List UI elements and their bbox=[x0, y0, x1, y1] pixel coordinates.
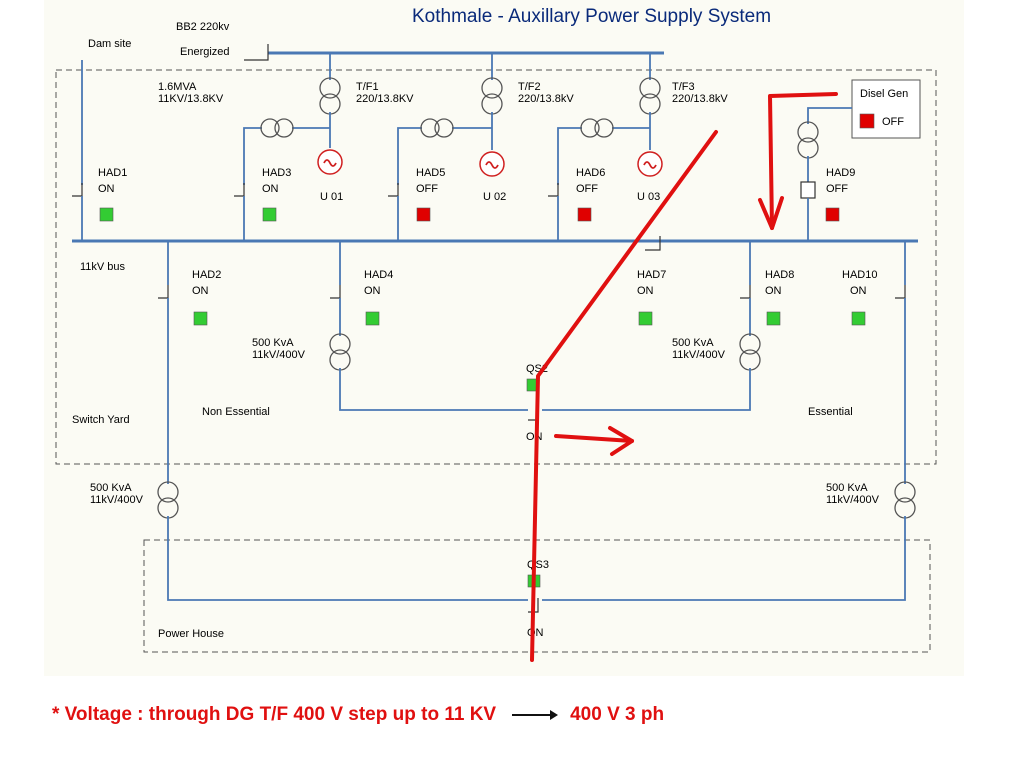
breaker-state: ON bbox=[637, 285, 654, 297]
breaker-had4[interactable]: HAD4 ON bbox=[364, 269, 393, 326]
status-indicator bbox=[99, 207, 114, 222]
qs2-state: ON bbox=[526, 431, 543, 443]
tf-ph-left-rating: 500 KvA bbox=[90, 482, 132, 494]
u02-label: U 02 bbox=[483, 191, 506, 203]
tf1-ratio: 220/13.8KV bbox=[356, 93, 414, 105]
diagram-title: Kothmale - Auxillary Power Supply System bbox=[412, 6, 771, 27]
breaker-name: HAD6 bbox=[576, 167, 605, 179]
breaker-state: OFF bbox=[576, 183, 598, 195]
power-house-label: Power House bbox=[158, 628, 224, 640]
tf-dam-ratio: 11KV/13.8KV bbox=[158, 93, 224, 105]
red-annotation bbox=[530, 92, 838, 662]
right-arrow-line bbox=[554, 434, 634, 443]
energized-switch bbox=[244, 44, 269, 61]
breaker-name: HAD10 bbox=[842, 269, 877, 281]
breaker-had7[interactable]: HAD7 ON bbox=[637, 269, 666, 326]
breaker-had2[interactable]: HAD2 ON bbox=[192, 269, 221, 326]
status-indicator bbox=[262, 207, 277, 222]
breaker-had9[interactable]: HAD9 OFF bbox=[825, 167, 855, 222]
tf-dam-rating: 1.6MVA bbox=[158, 81, 197, 93]
power-house-region bbox=[143, 539, 931, 653]
tf-ph-left-ratio: 11kV/400V bbox=[90, 494, 144, 506]
switch-yard-label: Switch Yard bbox=[72, 414, 130, 426]
tf3-name: T/F3 bbox=[672, 81, 695, 93]
tf-ph-right-ratio: 11kV/400V bbox=[826, 494, 880, 506]
essential-label: Essential bbox=[808, 406, 853, 418]
status-indicator bbox=[638, 311, 653, 326]
qs3-state: ON bbox=[527, 627, 544, 639]
bus-section-switch bbox=[645, 236, 661, 251]
diesel-generator[interactable]: Disel Gen OFF bbox=[851, 79, 921, 139]
had9-breaker-box bbox=[800, 181, 816, 199]
tf-ph-right-rating: 500 KvA bbox=[826, 482, 868, 494]
right-arrow-icon bbox=[512, 709, 559, 720]
breaker-had5[interactable]: HAD5 OFF bbox=[416, 167, 445, 222]
diagram-panel bbox=[44, 0, 964, 676]
dg-path-line bbox=[768, 92, 838, 230]
breaker-name: HAD2 bbox=[192, 269, 221, 281]
status-indicator bbox=[825, 207, 840, 222]
breaker-had1[interactable]: HAD1 ON bbox=[98, 167, 127, 222]
voltage-note-prefix: * Voltage : through DG T/F 400 V step up… bbox=[52, 704, 497, 725]
breaker-state: ON bbox=[850, 285, 867, 297]
tf-e-ratio: 11kV/400V bbox=[672, 349, 726, 361]
tf2-name: T/F2 bbox=[518, 81, 541, 93]
energized-label: Energized bbox=[180, 46, 230, 58]
tf-ne-rating: 500 KvA bbox=[252, 337, 294, 349]
breaker-name: HAD7 bbox=[637, 269, 666, 281]
breaker-state: OFF bbox=[826, 183, 848, 195]
tf3-ratio: 220/13.8kV bbox=[672, 93, 728, 105]
breaker-name: HAD9 bbox=[826, 167, 855, 179]
bb2-label: BB2 220kv bbox=[176, 21, 230, 33]
diesel-gen-state: OFF bbox=[882, 116, 904, 128]
u01-generator-icon bbox=[317, 149, 343, 175]
bus-11kv-label: 11kV bus bbox=[80, 261, 126, 273]
breaker-state: ON bbox=[364, 285, 381, 297]
breaker-had6[interactable]: HAD6 OFF bbox=[576, 167, 605, 222]
breaker-had3[interactable]: HAD3 ON bbox=[262, 167, 291, 222]
breaker-name: HAD3 bbox=[262, 167, 291, 179]
breaker-state: ON bbox=[192, 285, 209, 297]
breaker-state: OFF bbox=[416, 183, 438, 195]
breaker-state: ON bbox=[98, 183, 115, 195]
tf1-name: T/F1 bbox=[356, 81, 379, 93]
voltage-note-suffix: 400 V 3 ph bbox=[570, 704, 665, 725]
tf2-ratio: 220/13.8kV bbox=[518, 93, 574, 105]
breaker-had10[interactable]: HAD10 ON bbox=[842, 269, 877, 326]
u03-generator-icon bbox=[637, 151, 663, 177]
breaker-name: HAD8 bbox=[765, 269, 794, 281]
status-indicator bbox=[365, 311, 380, 326]
breaker-name: HAD5 bbox=[416, 167, 445, 179]
right-arrowhead-icon bbox=[608, 426, 634, 456]
u02-generator-icon bbox=[479, 151, 505, 177]
status-indicator bbox=[851, 311, 866, 326]
tf-ne-ratio: 11kV/400V bbox=[252, 349, 306, 361]
status-indicator bbox=[859, 113, 875, 129]
u01-label: U 01 bbox=[320, 191, 343, 203]
status-indicator bbox=[416, 207, 431, 222]
diesel-gen-name: Disel Gen bbox=[860, 88, 908, 100]
breaker-state: ON bbox=[262, 183, 279, 195]
breaker-name: HAD4 bbox=[364, 269, 393, 281]
breaker-had8[interactable]: HAD8 ON bbox=[765, 269, 794, 326]
u03-label: U 03 bbox=[637, 191, 660, 203]
status-indicator bbox=[577, 207, 592, 222]
dam-site-label: Dam site bbox=[88, 38, 131, 50]
tf-e-rating: 500 KvA bbox=[672, 337, 714, 349]
switch-yard-region bbox=[55, 69, 937, 465]
down-arrowhead-icon bbox=[758, 196, 784, 230]
qs3-label: QS3 bbox=[527, 559, 549, 571]
supply-path-line bbox=[530, 130, 718, 662]
breaker-state: ON bbox=[765, 285, 782, 297]
non-essential-label: Non Essential bbox=[202, 406, 270, 418]
voltage-note: * Voltage : through DG T/F 400 V step up… bbox=[52, 704, 992, 726]
breaker-name: HAD1 bbox=[98, 167, 127, 179]
status-indicator bbox=[766, 311, 781, 326]
status-indicator bbox=[193, 311, 208, 326]
